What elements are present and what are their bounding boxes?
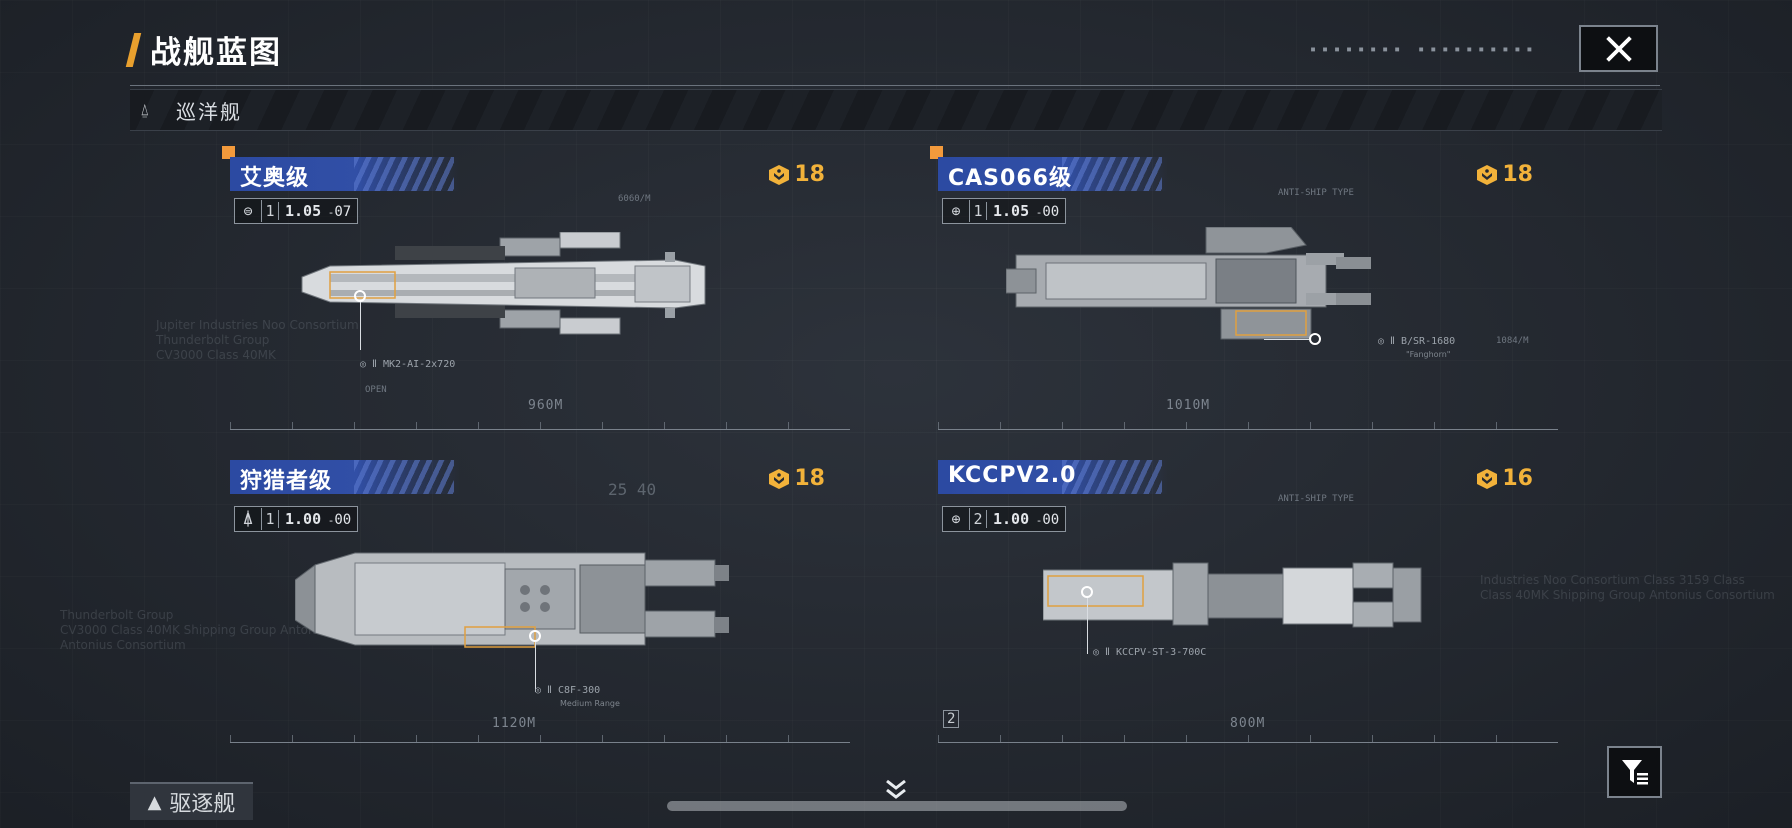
ship-version: 1.05 -00 bbox=[993, 202, 1060, 220]
triangle-up-icon: ▲ bbox=[147, 791, 162, 813]
ship-blueprint-image bbox=[1006, 227, 1371, 340]
new-indicator bbox=[222, 146, 235, 159]
ship-name-banner bbox=[938, 157, 1168, 191]
ship-name-banner bbox=[230, 460, 460, 494]
globe-type-icon: ⊕ bbox=[943, 508, 970, 530]
scale-ticks bbox=[938, 735, 1558, 743]
weapon-leader-line bbox=[360, 302, 361, 350]
ship-cost: 18 bbox=[1476, 162, 1533, 187]
weapon-leader-line bbox=[535, 642, 536, 692]
scroll-bar[interactable] bbox=[667, 801, 1127, 811]
weapon-hardpoint-marker bbox=[1081, 586, 1093, 598]
close-x-icon bbox=[1605, 35, 1632, 62]
category-tab-destroyer[interactable]: ▲ 驱逐舰 bbox=[130, 782, 253, 820]
ship-name-banner bbox=[230, 157, 460, 191]
ship-blueprint-image bbox=[1043, 562, 1422, 628]
category-header-cruiser[interactable]: ⍙ 巡洋舰 bbox=[130, 89, 1662, 131]
scale-ticks bbox=[938, 422, 1558, 430]
scale-line bbox=[938, 742, 1558, 743]
blueprint-decoration: 2 bbox=[943, 710, 960, 728]
ship-stats: ⊕ 2 1.00 -00 bbox=[942, 506, 1067, 532]
weapon-hardpoint-marker bbox=[1309, 333, 1321, 345]
cruiser-icon: ⍙ bbox=[140, 100, 150, 119]
ship-blueprint-image bbox=[301, 232, 706, 335]
cruiser-type-icon: ⊜ bbox=[235, 200, 262, 222]
filter-icon bbox=[1621, 760, 1648, 785]
page-title: 战舰蓝图 bbox=[150, 35, 282, 71]
header-decoration: ▪▪▪▪▪▪▪▪ ▪▪▪▪▪▪▪▪▪▪ bbox=[1310, 44, 1539, 55]
ship-tier: 1 bbox=[262, 202, 279, 220]
blueprint-decoration: ANTI-SHIP TYPE bbox=[1278, 494, 1354, 504]
blueprint-decoration: ANTI-SHIP TYPE bbox=[1278, 188, 1354, 198]
ship-version: 1.00 -00 bbox=[285, 510, 352, 528]
ship-cost: 18 bbox=[768, 162, 825, 187]
ship-stats: ⊜ 1 1.05 -07 bbox=[234, 198, 359, 224]
ship-name: KCCPV2.0 bbox=[948, 463, 1077, 488]
ship-version: 1.05 -07 bbox=[285, 202, 352, 220]
weapon-label: ◎ Ⅱ KCCPV-ST-3-700C bbox=[1093, 647, 1207, 658]
ship-cost: 18 bbox=[768, 466, 825, 491]
ship-stats: ⍋ 1 1.00 -00 bbox=[234, 506, 359, 532]
ship-version: 1.00 -00 bbox=[993, 510, 1060, 528]
double-chevron-down-icon[interactable] bbox=[883, 776, 909, 802]
scale-ticks bbox=[230, 735, 850, 743]
command-point-icon bbox=[769, 468, 790, 489]
weapon-hardpoint-marker bbox=[354, 290, 366, 302]
ship-cost: 16 bbox=[1476, 466, 1533, 491]
ship-length: 960M bbox=[528, 398, 564, 413]
blueprint-decoration: Medium Range bbox=[560, 699, 620, 708]
ship-stats: ⊕ 1 1.05 -00 bbox=[942, 198, 1067, 224]
weapon-leader-line bbox=[1087, 598, 1088, 654]
globe-type-icon: ⊕ bbox=[943, 200, 970, 222]
weapon-label: ◎ Ⅱ MK2-AI-2x720 bbox=[360, 359, 456, 370]
weapon-label: ◎ Ⅱ B/SR-1680 bbox=[1378, 336, 1456, 347]
category-tab-label: 驱逐舰 bbox=[169, 792, 236, 817]
blueprint-decoration: OPEN bbox=[365, 385, 387, 395]
ship-tier: 2 bbox=[970, 510, 987, 528]
weapon-label: ◎ Ⅱ C8F-300 bbox=[535, 685, 601, 696]
ship-name-banner bbox=[938, 460, 1168, 494]
blueprint-decoration: 6060/M bbox=[618, 194, 651, 204]
ship-silhouette-icon: ⍋ bbox=[235, 508, 262, 530]
ship-name: 狩猎者级 bbox=[240, 469, 333, 494]
scale-ticks bbox=[230, 422, 850, 430]
ship-length: 1010M bbox=[1166, 398, 1211, 413]
ship-length: 1120M bbox=[492, 716, 537, 731]
ship-card-aiao[interactable]: 艾奥级 ⊜ 1 1.05 -07 18 ◎ Ⅱ MK2-AI-2x720 OPE… bbox=[222, 146, 855, 442]
ship-tier: 1 bbox=[970, 202, 987, 220]
filter-button[interactable] bbox=[1607, 746, 1662, 798]
category-label: 巡洋舰 bbox=[176, 99, 242, 124]
blueprint-decoration: "Fanghorn" bbox=[1406, 350, 1451, 359]
scale-line bbox=[938, 429, 1558, 430]
command-point-icon bbox=[769, 164, 790, 185]
scale-line bbox=[230, 742, 850, 743]
ship-card-kccpv[interactable]: KCCPV2.0 ⊕ 2 1.00 -00 16 ◎ Ⅱ KCCPV-ST-3-… bbox=[938, 460, 1563, 750]
ship-blueprint-image bbox=[295, 552, 729, 648]
header-divider bbox=[130, 85, 1660, 86]
command-point-icon bbox=[1477, 468, 1498, 489]
ship-name: 艾奥级 bbox=[240, 166, 310, 191]
background-decoration: Industries Noo Consortium Class 3159 Cla… bbox=[1480, 573, 1775, 602]
ship-name: CAS066级 bbox=[948, 166, 1072, 191]
close-button[interactable] bbox=[1579, 25, 1658, 72]
scale-line bbox=[230, 429, 850, 430]
ship-card-cas066[interactable]: CAS066级 ⊕ 1 1.05 -00 18 ◎ Ⅱ B/SR-1680 "F… bbox=[930, 146, 1563, 442]
weapon-hardpoint-marker bbox=[529, 630, 541, 642]
weapon-leader-line bbox=[1264, 339, 1309, 340]
ship-card-hunter[interactable]: 狩猎者级 ⍋ 1 1.00 -00 18 ◎ Ⅱ C8F-300 Medium … bbox=[230, 460, 855, 750]
blueprint-decoration: 25 40 bbox=[608, 480, 657, 499]
ship-length: 800M bbox=[1230, 716, 1266, 731]
command-point-icon bbox=[1477, 164, 1498, 185]
new-indicator bbox=[930, 146, 943, 159]
ship-tier: 1 bbox=[262, 510, 279, 528]
blueprint-decoration: 1084/M bbox=[1496, 336, 1529, 346]
